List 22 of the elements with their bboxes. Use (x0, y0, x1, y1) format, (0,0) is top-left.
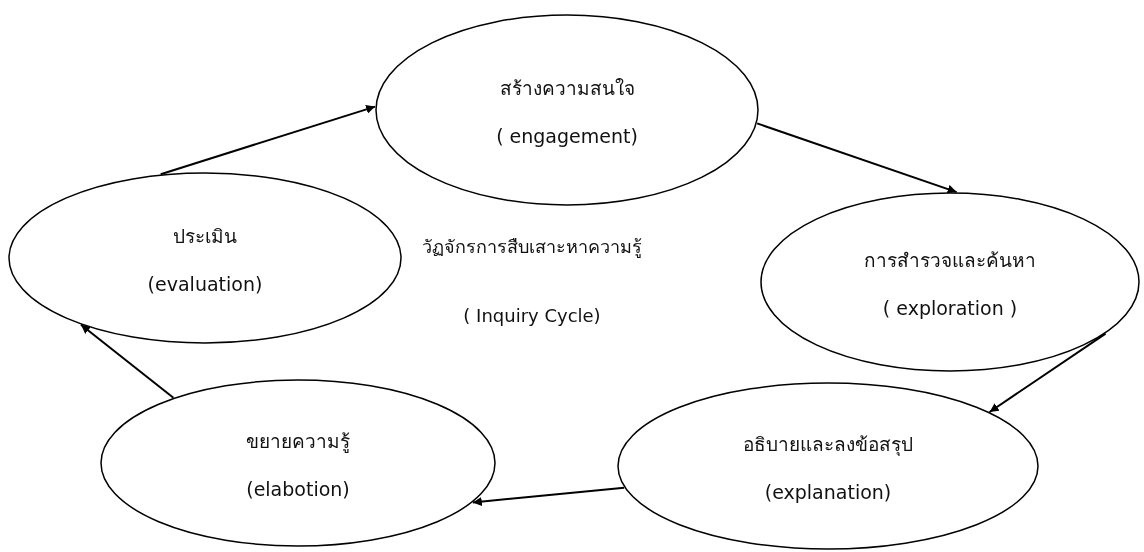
cycle-subtitle: ( Inquiry Cycle) (463, 305, 601, 326)
arrow (159, 105, 377, 176)
stage-name: สร้างความสนใจ (499, 76, 635, 101)
stage-term: (evaluation) (147, 273, 263, 295)
cycle-title: วัฏจักรการสืบเสาะหาความรู้ (422, 235, 642, 260)
stage-ellipse (760, 192, 1140, 372)
arrow (80, 323, 175, 399)
stage-name: ประเมิน (173, 224, 237, 249)
stage-term: ( engagement) (496, 125, 638, 147)
stage-name: การสำรวจและค้นหา (864, 248, 1036, 273)
stage-ellipse (375, 14, 759, 206)
stage-ellipse (617, 382, 1039, 550)
arrow (988, 332, 1107, 413)
stage-name: ขยายความรู้ (246, 429, 350, 455)
arrow (471, 486, 626, 506)
stage-ellipse (8, 172, 402, 344)
stage-term: ( exploration ) (882, 297, 1018, 319)
stage-name: อธิบายและลงข้อสรุป (743, 432, 913, 458)
stage-term: (elabotion) (246, 478, 350, 500)
stage-term: (explanation) (764, 481, 892, 503)
stage-ellipse (100, 379, 496, 547)
arrow (756, 122, 958, 194)
